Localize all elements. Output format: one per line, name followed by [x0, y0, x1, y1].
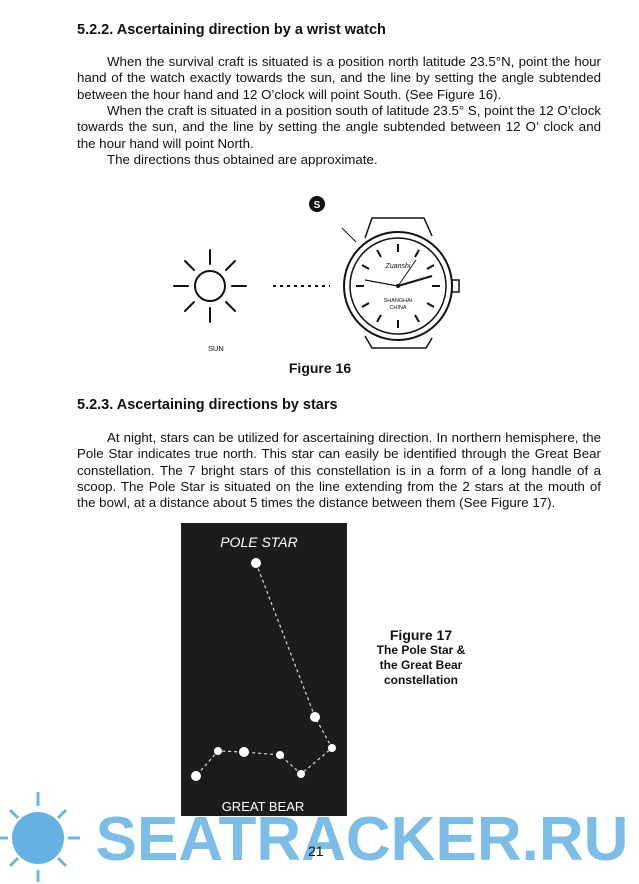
paragraph-north-latitude: When the survival craft is situated is a…	[77, 54, 601, 102]
page-number: 21	[308, 843, 324, 859]
figure-16-caption: Figure 16	[288, 360, 352, 376]
constellation-lines	[195, 562, 333, 777]
paragraph-south-latitude: When the craft is situated in a position…	[77, 103, 601, 151]
pole-star-label: POLE STAR	[220, 534, 298, 550]
svg-text:Zuanshi: Zuanshi	[385, 263, 411, 270]
great-bear-label: GREAT BEAR	[222, 799, 305, 814]
watermark-text: SEATRACKER.RU	[96, 805, 629, 874]
svg-text:CHINA: CHINA	[389, 305, 406, 311]
figure-17-caption-line-1: The Pole Star &	[376, 643, 466, 657]
sun-icon	[173, 249, 247, 323]
section-heading-stars: 5.2.3. Ascertaining directions by stars	[77, 397, 338, 413]
watermark-sun-logo-icon	[0, 792, 80, 882]
figure-17-caption-title: Figure 17	[389, 627, 453, 643]
figure-17-illustration: POLE STAR GREAT BEAR	[181, 523, 347, 816]
figure-17-caption-line-3: constellation	[383, 673, 458, 687]
section-heading-wrist-watch: 5.2.2. Ascertaining direction by a wrist…	[77, 22, 386, 38]
figure-16-illustration: SUN S Zuanshi SHANGH	[173, 196, 460, 353]
watermark: SEATRACKER.RU	[0, 792, 629, 882]
paragraph-approximate: The directions thus obtained are approxi…	[107, 152, 378, 167]
svg-text:S: S	[314, 200, 321, 211]
figure-17-caption: Figure 17 The Pole Star & the Great Bear…	[371, 627, 471, 688]
sun-label: SUN	[208, 344, 224, 353]
svg-text:SHANGHAI: SHANGHAI	[384, 298, 413, 304]
figure-17-caption-line-2: the Great Bear	[379, 658, 463, 672]
south-marker-icon: S	[309, 196, 325, 212]
pointer-line	[341, 227, 357, 243]
star-icons	[191, 558, 336, 781]
wrist-watch-drawing: Zuanshi SHANGHAI CHINA	[343, 217, 460, 349]
paragraph-pole-star: At night, stars can be utilized for asce…	[77, 430, 601, 511]
